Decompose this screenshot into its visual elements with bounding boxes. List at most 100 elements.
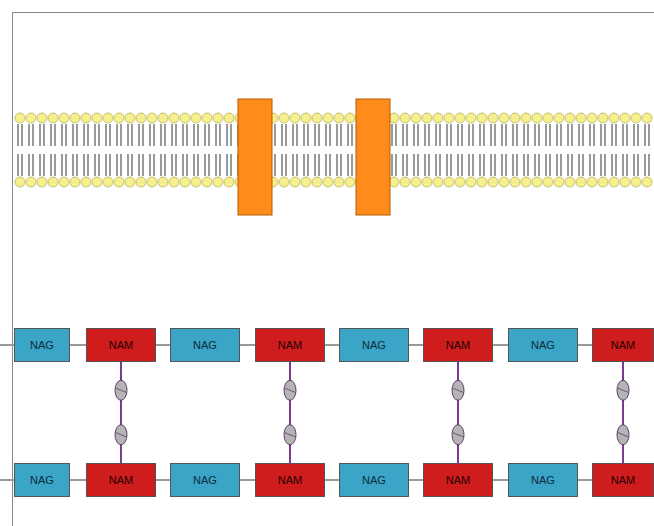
lipid-head (477, 113, 487, 123)
lipid-tail (65, 124, 67, 146)
peptide-crosslink (457, 362, 459, 463)
lipid-tail (142, 124, 144, 146)
lipid-head (411, 113, 421, 123)
lipid-tail (160, 154, 162, 176)
nag-box: NAG (339, 328, 409, 362)
lipid-tail (435, 124, 437, 146)
lipid-tail (424, 124, 426, 146)
lipid-tail (149, 154, 151, 176)
lipid-tail (424, 154, 426, 176)
lipid-tail (395, 124, 397, 146)
lipid-head (180, 113, 190, 123)
lipid-tail (527, 154, 529, 176)
lipid-head (510, 177, 520, 187)
nam-box: NAM (86, 328, 156, 362)
lipid-head (455, 113, 465, 123)
lipid-head (169, 177, 179, 187)
lipid-head (114, 177, 124, 187)
lipid-tail (230, 154, 232, 176)
lipid-tail (611, 154, 613, 176)
lipid-tail (215, 154, 217, 176)
glycosidic-bond (493, 479, 508, 481)
lipid-tail (76, 124, 78, 146)
lipid-tail (318, 154, 320, 176)
nam-box: NAM (592, 463, 654, 497)
lipid-head (576, 113, 586, 123)
lipid-tail (76, 154, 78, 176)
lipid-head (477, 177, 487, 187)
lipid-head (70, 177, 80, 187)
lipid-tail (32, 154, 34, 176)
lipid-head (290, 177, 300, 187)
lipid-tail (164, 124, 166, 146)
nag-box: NAG (170, 463, 240, 497)
lipid-head (521, 177, 531, 187)
lipid-head (169, 113, 179, 123)
lipid-tail (626, 154, 628, 176)
lipid-tail (61, 124, 63, 146)
lipid-tail (50, 124, 52, 146)
lipid-tail (556, 124, 558, 146)
lipid-tail (32, 124, 34, 146)
lipid-tail (604, 124, 606, 146)
lipid-tail (131, 124, 133, 146)
lipid-tail (534, 124, 536, 146)
lipid-head (202, 113, 212, 123)
lipid-tail (138, 154, 140, 176)
lipid-tail (153, 124, 155, 146)
glycosidic-bond (409, 344, 423, 346)
lipid-head (81, 177, 91, 187)
lipid-tail (501, 154, 503, 176)
lipid-tail (94, 154, 96, 176)
amino-acid-bead (452, 425, 464, 445)
lipid-tail (479, 124, 481, 146)
lipid-head (213, 113, 223, 123)
lipid-head (103, 177, 113, 187)
lipid-tail (637, 154, 639, 176)
lipid-tail (219, 124, 221, 146)
lipid-head (279, 177, 289, 187)
lipid-head (334, 113, 344, 123)
lipid-tail (648, 154, 650, 176)
lipid-tail (83, 154, 85, 176)
lipid-tail (281, 154, 283, 176)
lipid-head (103, 113, 113, 123)
lipid-tail (527, 124, 529, 146)
lipid-tail (127, 154, 129, 176)
lipid-head (444, 113, 454, 123)
lipid-tail (153, 154, 155, 176)
lipid-head (565, 113, 575, 123)
lipid-tail (626, 124, 628, 146)
glycosidic-bond (240, 479, 255, 481)
lipid-head (81, 113, 91, 123)
amino-acid-bead (284, 425, 296, 445)
amino-acid-bead (452, 380, 464, 400)
lipid-tail (182, 124, 184, 146)
lipid-tail (39, 124, 41, 146)
lipid-head (59, 177, 69, 187)
lipid-tail (94, 124, 96, 146)
lipid-tail (17, 154, 19, 176)
lipid-tail (549, 124, 551, 146)
lipid-tail (351, 154, 353, 176)
lipid-tail (578, 154, 580, 176)
lipid-head (444, 177, 454, 187)
lipid-tail (490, 124, 492, 146)
lipid-tail (160, 124, 162, 146)
lipid-tail (538, 154, 540, 176)
lipid-tail (171, 154, 173, 176)
lipid-head (620, 177, 630, 187)
lipid-tail (615, 124, 617, 146)
lipid-tail (285, 154, 287, 176)
lipid-head (499, 113, 509, 123)
lipid-tail (336, 124, 338, 146)
lipid-tail (589, 154, 591, 176)
lipid-tail (43, 124, 45, 146)
nag-box: NAG (14, 328, 70, 362)
sugar-label: NAM (446, 340, 470, 351)
lipid-tail (600, 124, 602, 146)
lipid-tail (175, 124, 177, 146)
lipid-tail (483, 124, 485, 146)
lipid-tail (523, 124, 525, 146)
